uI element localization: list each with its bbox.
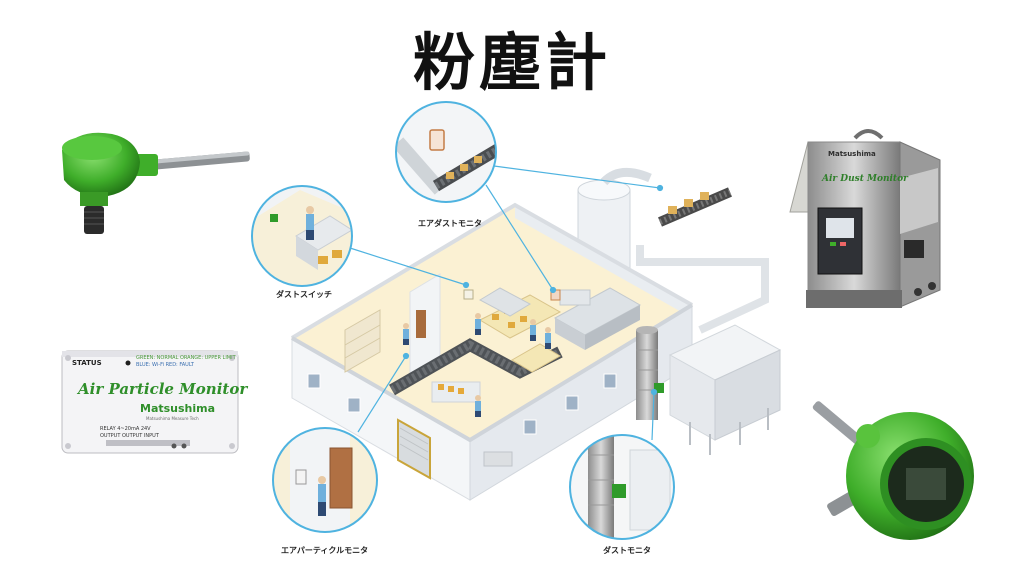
- led-legend-2: BLUE: Wi-Fi RED: FAULT: [136, 362, 194, 368]
- storage-shelves: [344, 309, 381, 373]
- loading-door: [397, 418, 431, 480]
- page-title: 粉塵計: [412, 26, 611, 99]
- product-dust-switch-probe: [62, 132, 250, 234]
- callout-dust-switch: [251, 185, 353, 287]
- process-machinery: [478, 287, 642, 350]
- label-air-particle-monitor: エアパーティクルモニタ: [281, 546, 369, 555]
- air-dust-monitor-icon: [429, 129, 445, 151]
- label-dust-monitor: ダストモニタ: [603, 546, 651, 555]
- led-legend-1: GREEN: NORMAL ORANGE: UPPER LIMIT: [136, 355, 236, 361]
- workers: [403, 313, 551, 417]
- dust-switch-icon: [270, 214, 278, 222]
- callout-air-particle-monitor: [272, 427, 378, 533]
- product-air-particle-monitor-box: [61, 350, 239, 454]
- product-name-air-particle-monitor: Air Particle Monitor: [78, 380, 248, 398]
- terminal-label-2: OUTPUT OUTPUT INPUT: [100, 433, 159, 439]
- dust-switch-marker: [463, 289, 474, 300]
- dust-monitor-icon: [612, 484, 626, 498]
- product-air-dust-monitor-cabinet: [789, 129, 941, 308]
- callout-dust-monitor: [569, 434, 675, 540]
- callout-lines: [349, 165, 664, 441]
- factory-building: [290, 167, 782, 501]
- terminal-label-1: RELAY 4~20mA 24V: [100, 426, 151, 432]
- label-air-dust-monitor: エアダストモニタ: [418, 219, 482, 228]
- overhead-conveyor: [658, 187, 732, 227]
- label-dust-switch: ダストスイッチ: [276, 290, 332, 299]
- cabinet-product-name: Air Dust Monitor: [822, 174, 908, 184]
- air-particle-monitor-icon: [295, 469, 307, 485]
- brand-tagline: Matsushima Measure Tech: [146, 416, 199, 421]
- dust-collector: [668, 324, 782, 455]
- brand-matsushima: Matsushima: [140, 402, 216, 415]
- callout-air-dust-monitor: [395, 101, 497, 203]
- status-label: STATUS: [72, 359, 102, 367]
- product-dust-monitor-probe: [812, 401, 974, 540]
- cabinet-brand: Matsushima: [828, 150, 876, 158]
